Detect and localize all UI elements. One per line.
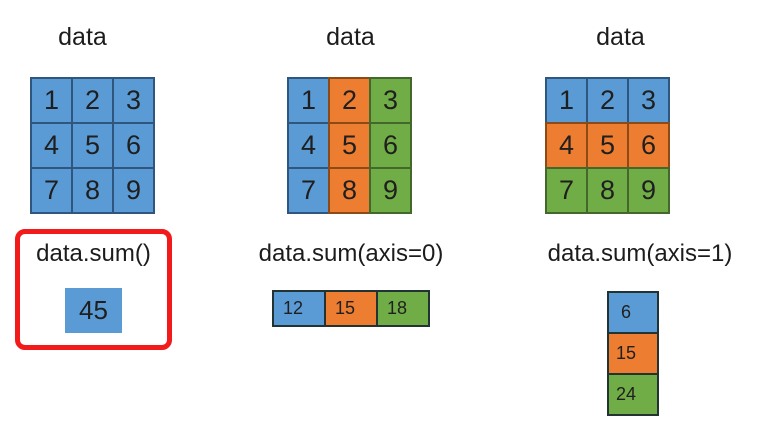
grid-row: 4 5 6 bbox=[545, 122, 670, 169]
highlight-red-box: data.sum() 45 bbox=[15, 229, 172, 350]
grid-row: 1 2 3 bbox=[545, 77, 670, 124]
grid-row: 7 8 9 bbox=[287, 167, 412, 214]
grid-cell: 6 bbox=[112, 122, 155, 169]
grid-cell: 6 bbox=[369, 122, 412, 169]
operation-label-axis0: data.sum(axis=0) bbox=[258, 240, 444, 267]
grid-cell: 3 bbox=[112, 77, 155, 124]
grid-cell: 7 bbox=[545, 167, 588, 214]
result-cell: 6 bbox=[607, 291, 659, 334]
array-title-2: data bbox=[326, 23, 375, 51]
grid-cell: 2 bbox=[328, 77, 371, 124]
grid-cell: 7 bbox=[287, 167, 330, 214]
grid-row: 7 8 9 bbox=[545, 167, 670, 214]
result-cell: 15 bbox=[324, 290, 378, 327]
grid-cell: 3 bbox=[627, 77, 670, 124]
array-title-1: data bbox=[58, 23, 107, 51]
result-row-axis0: 12 15 18 bbox=[272, 290, 430, 327]
operation-label-axis1: data.sum(axis=1) bbox=[547, 240, 733, 267]
grid-row: 4 5 6 bbox=[30, 122, 155, 169]
result-column-axis1: 6 15 24 bbox=[607, 291, 659, 416]
result-cell: 15 bbox=[607, 332, 659, 375]
grid-cell: 4 bbox=[30, 122, 73, 169]
result-scalar-cell: 45 bbox=[65, 288, 122, 334]
grid-cell: 9 bbox=[112, 167, 155, 214]
data-grid-axis0: 1 2 3 4 5 6 7 8 9 bbox=[287, 77, 412, 214]
grid-cell: 5 bbox=[71, 122, 114, 169]
result-cell: 12 bbox=[272, 290, 326, 327]
grid-row: 7 8 9 bbox=[30, 167, 155, 214]
grid-cell: 5 bbox=[586, 122, 629, 169]
grid-cell: 2 bbox=[586, 77, 629, 124]
array-title-3: data bbox=[596, 23, 645, 51]
grid-cell: 9 bbox=[627, 167, 670, 214]
grid-cell: 1 bbox=[545, 77, 588, 124]
grid-cell: 8 bbox=[586, 167, 629, 214]
data-grid-sum-all: 1 2 3 4 5 6 7 8 9 bbox=[30, 77, 155, 214]
grid-cell: 3 bbox=[369, 77, 412, 124]
grid-cell: 7 bbox=[30, 167, 73, 214]
data-grid-axis1: 1 2 3 4 5 6 7 8 9 bbox=[545, 77, 670, 214]
grid-cell: 6 bbox=[627, 122, 670, 169]
grid-cell: 4 bbox=[287, 122, 330, 169]
operation-label-sum: data.sum() bbox=[36, 240, 151, 267]
grid-row: 1 2 3 bbox=[287, 77, 412, 124]
grid-cell: 5 bbox=[328, 122, 371, 169]
grid-cell: 8 bbox=[71, 167, 114, 214]
grid-cell: 4 bbox=[545, 122, 588, 169]
grid-cell: 2 bbox=[71, 77, 114, 124]
grid-row: 1 2 3 bbox=[30, 77, 155, 124]
result-cell: 18 bbox=[376, 290, 430, 327]
result-cell: 24 bbox=[607, 373, 659, 416]
grid-cell: 9 bbox=[369, 167, 412, 214]
grid-cell: 8 bbox=[328, 167, 371, 214]
grid-cell: 1 bbox=[30, 77, 73, 124]
grid-cell: 1 bbox=[287, 77, 330, 124]
grid-row: 4 5 6 bbox=[287, 122, 412, 169]
